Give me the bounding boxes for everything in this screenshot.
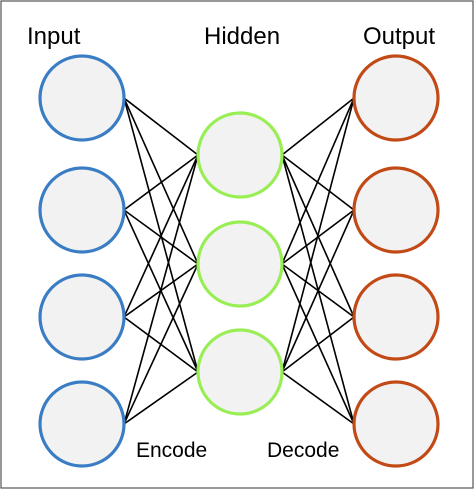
output-layer-label: Output xyxy=(363,23,435,50)
output-node xyxy=(352,54,440,142)
decode-connection xyxy=(281,371,355,425)
input-node xyxy=(38,273,126,361)
decode-connection xyxy=(281,209,355,373)
hidden-layer-label: Hidden xyxy=(204,23,280,50)
decode-connection xyxy=(281,97,355,265)
hidden-node xyxy=(196,220,284,308)
encode-connection xyxy=(123,97,199,156)
decode-connection xyxy=(281,97,355,156)
encode-connection xyxy=(123,154,199,425)
decode-label: Decode xyxy=(267,439,339,462)
encode-label: Encode xyxy=(136,439,207,462)
neurons xyxy=(38,54,440,468)
decode-connection xyxy=(281,316,355,373)
input-node xyxy=(38,54,126,142)
input-node xyxy=(38,380,126,468)
input-node xyxy=(38,166,126,254)
output-node xyxy=(352,166,440,254)
output-node xyxy=(352,273,440,361)
encode-connection xyxy=(123,154,199,211)
output-node xyxy=(352,380,440,468)
decode-connection xyxy=(281,97,355,373)
encode-connection xyxy=(123,154,199,318)
hidden-node xyxy=(196,328,284,416)
hidden-node xyxy=(196,111,284,199)
input-layer-label: Input xyxy=(27,23,81,50)
encode-connection xyxy=(123,371,199,425)
encode-connection xyxy=(123,263,199,425)
connections xyxy=(123,97,355,425)
encode-connection xyxy=(123,97,199,265)
